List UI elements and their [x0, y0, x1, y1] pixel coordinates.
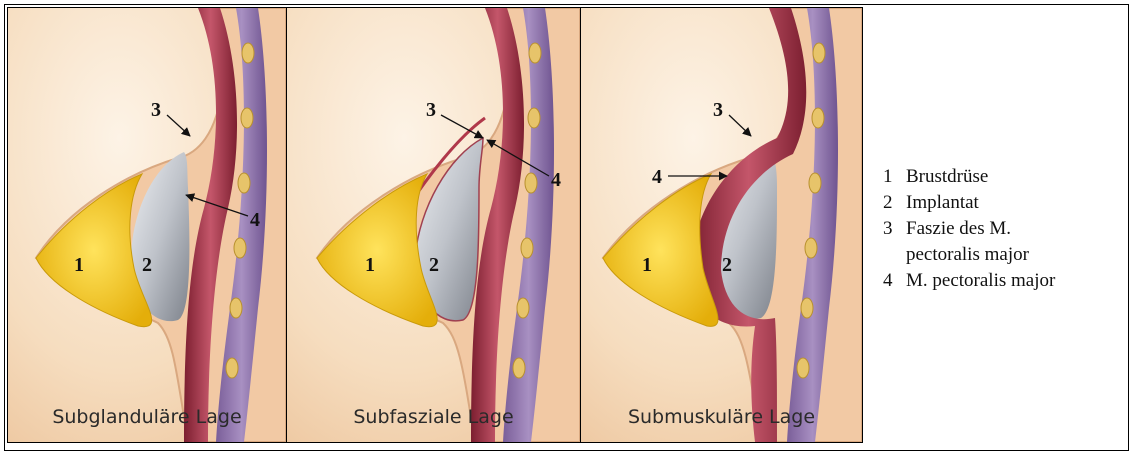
illustration-subfascial	[287, 8, 580, 442]
caption-subfascial: Subfasziale Lage	[287, 406, 580, 428]
label-fascia: 3	[713, 100, 723, 120]
label-muscle: 4	[551, 170, 561, 190]
label-fascia: 3	[426, 100, 436, 120]
legend-number: 1	[883, 164, 906, 190]
legend-text: Brustdrüse	[906, 164, 1126, 190]
label-fascia: 3	[151, 100, 161, 120]
label-muscle: 4	[250, 210, 260, 230]
legend-item: 1 Brustdrüse	[883, 164, 1126, 190]
caption-submuscular: Submuskuläre Lage	[581, 406, 862, 428]
label-muscle: 4	[652, 167, 662, 187]
illustration-subglandular	[8, 8, 286, 442]
panel-subglandular: 3 4 1 2 Subglanduläre Lage	[8, 8, 286, 442]
panel-submuscular: 3 4 1 2 Submuskuläre Lage	[581, 8, 862, 442]
panel-subfascial: 3 4 1 2 Subfasziale Lage	[287, 8, 580, 442]
legend-text: Faszie des M. pectoralis major	[906, 216, 1056, 268]
label-implant: 2	[722, 255, 732, 275]
label-gland: 1	[642, 255, 652, 275]
legend-text: M. pectoralis major	[906, 268, 1126, 294]
label-implant: 2	[429, 255, 439, 275]
legend-item: 3 Faszie des M. pectoralis major	[883, 216, 1126, 268]
label-implant: 2	[142, 255, 152, 275]
illustration-submuscular	[581, 8, 862, 442]
legend-number: 2	[883, 190, 906, 216]
legend: 1 Brustdrüse 2 Implantat 3 Faszie des M.…	[883, 164, 1126, 294]
legend-item: 4 M. pectoralis major	[883, 268, 1126, 294]
legend-text: Implantat	[906, 190, 1126, 216]
legend-number: 4	[883, 268, 906, 294]
legend-number: 3	[883, 216, 906, 268]
label-gland: 1	[365, 255, 375, 275]
caption-subglandular: Subglanduläre Lage	[8, 406, 286, 428]
legend-item: 2 Implantat	[883, 190, 1126, 216]
label-gland: 1	[74, 255, 84, 275]
